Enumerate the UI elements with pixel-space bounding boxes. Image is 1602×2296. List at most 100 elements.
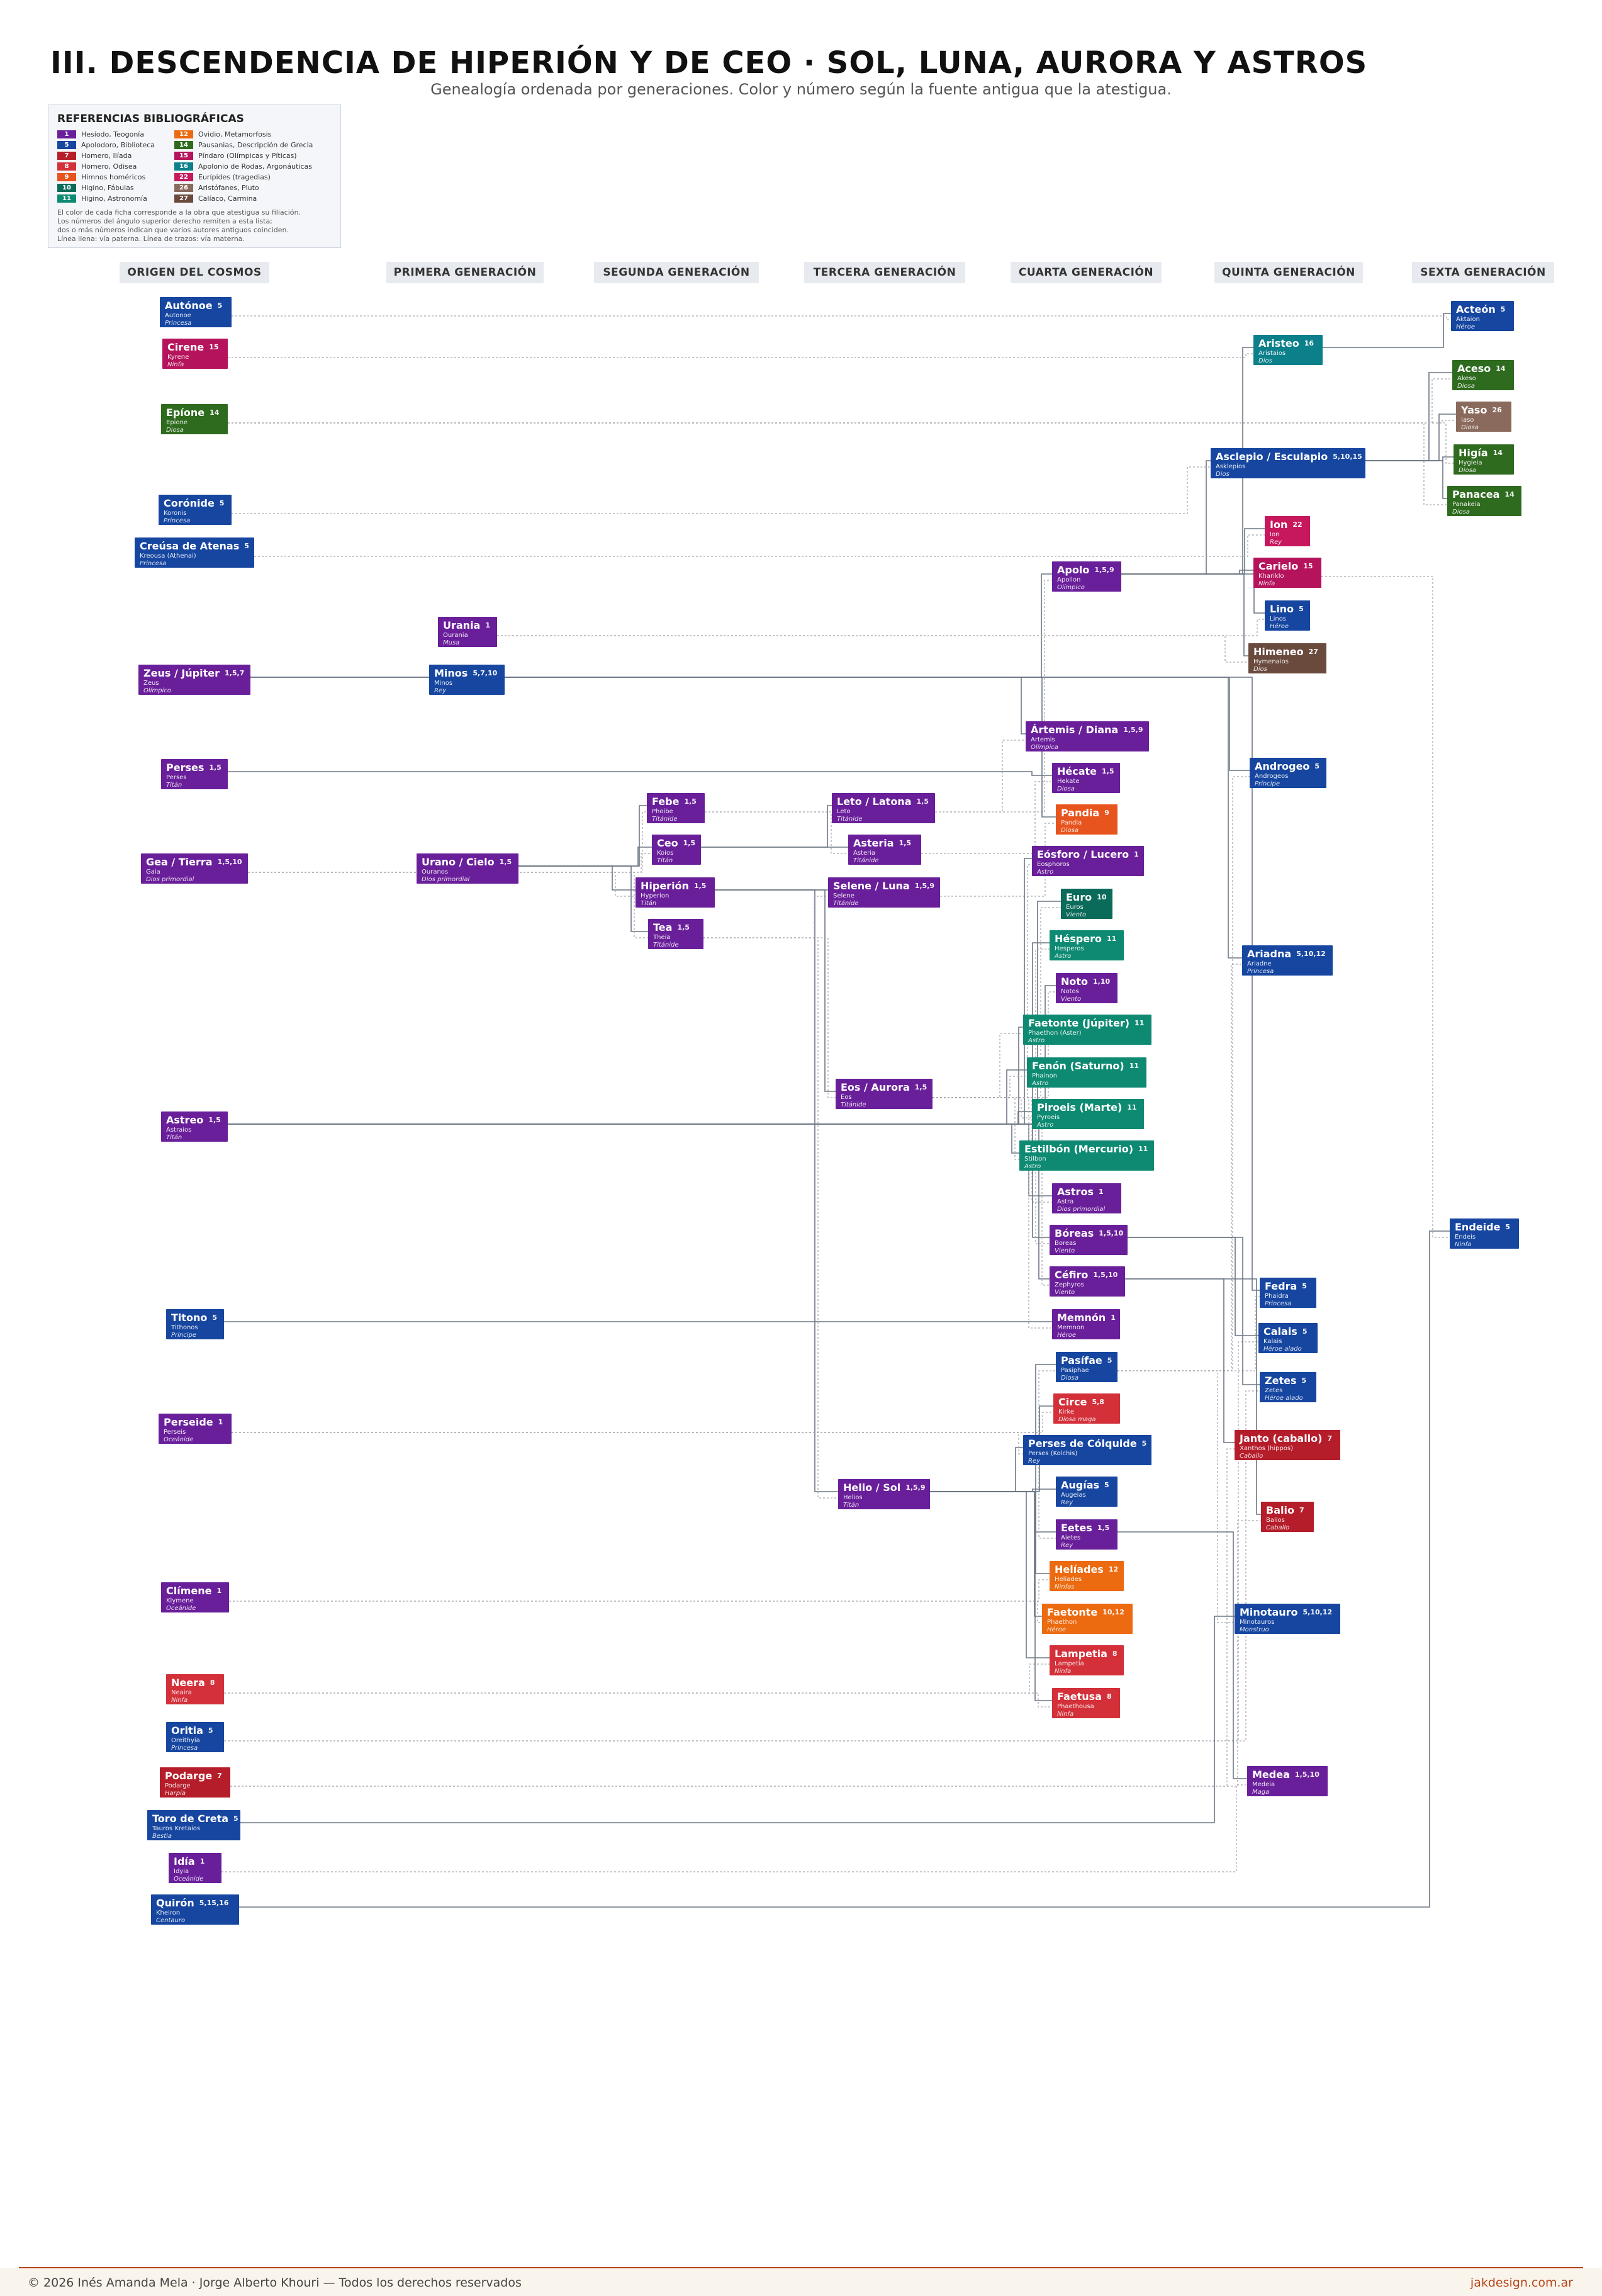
node-name: Minos	[434, 667, 468, 679]
node-source-refs: 5	[1302, 1282, 1307, 1290]
node-greek-name: Hygieia	[1459, 459, 1482, 466]
paternal-edge	[930, 1491, 1042, 1617]
node-name: Podarge	[165, 1770, 213, 1782]
node-greek-name: Kalais	[1263, 1338, 1282, 1345]
node-name: Pandia	[1061, 807, 1100, 819]
node-role: Oceánide	[166, 1605, 196, 1612]
node-source-refs: 5	[212, 1314, 218, 1322]
node-role: Héroe	[1456, 324, 1476, 330]
node-source-refs: 1,5	[208, 1116, 221, 1124]
node-greek-name: Autonoe	[165, 312, 191, 319]
node-role: Viento	[1055, 1247, 1075, 1254]
node-name: Acteón	[1456, 303, 1496, 315]
node-source-refs: 5	[1299, 605, 1304, 613]
node-greek-name: Apollon	[1057, 577, 1081, 583]
node-role: Titánide	[653, 942, 679, 948]
node-source-refs: 5	[1302, 1327, 1308, 1336]
reference-label: Higino, Astronomía	[81, 194, 147, 203]
generation-header-second: SEGUNDA GENERACIÓN	[594, 262, 759, 283]
node-role: Héroe	[1047, 1626, 1067, 1633]
node-greek-name: Pandia	[1061, 819, 1082, 826]
reference-label: Homero, Odisea	[81, 162, 137, 171]
maternal-edge	[228, 378, 1452, 424]
maternal-edge	[933, 1097, 1032, 1118]
node-role: Héroe alado	[1263, 1346, 1302, 1353]
node-source-refs: 1,5,9	[1123, 726, 1143, 734]
node-role: Titánide	[652, 816, 678, 823]
paternal-edge	[228, 901, 1061, 1125]
node-role: Princesa	[1265, 1300, 1292, 1307]
node-name: Fenón (Saturno)	[1032, 1060, 1124, 1072]
node-source-refs: 1,5,9	[914, 882, 935, 890]
node-greek-name: Memnon	[1057, 1324, 1085, 1331]
node-greek-name: Pyroeis	[1037, 1114, 1060, 1121]
node-role: Olímpica	[1031, 744, 1058, 751]
node-name: Circe	[1058, 1396, 1087, 1408]
node-source-refs: 11	[1106, 935, 1117, 943]
node-greek-name: Augeias	[1061, 1492, 1086, 1499]
node-role: Princesa	[140, 560, 167, 567]
node-role: Diosa	[1457, 383, 1475, 390]
maternal-edge	[1321, 576, 1450, 1238]
node-name: Asteria	[853, 837, 894, 849]
node-source-refs: 14	[1496, 364, 1506, 373]
node-source-refs: 11	[1138, 1145, 1148, 1153]
node-source-refs: 9	[1104, 809, 1109, 817]
reference-number-badge: 5	[57, 141, 76, 149]
footer-copyright: © 2026 Inés Amanda Mela · Jorge Alberto …	[28, 2276, 522, 2290]
node-source-refs: 10,12	[1102, 1608, 1124, 1616]
node-greek-name: Phaethousa	[1057, 1703, 1094, 1710]
node-source-refs: 1	[199, 1857, 205, 1866]
node-source-refs: 8	[210, 1679, 215, 1687]
node-role: Príncipe	[1255, 780, 1280, 787]
node-role: Centauro	[156, 1917, 186, 1924]
node-source-refs: 14	[210, 408, 220, 417]
node-greek-name: Stilbon	[1024, 1156, 1046, 1162]
node-role: Titán	[641, 900, 657, 907]
node-greek-name: Notos	[1061, 988, 1079, 995]
node-name: Helio / Sol	[843, 1482, 901, 1494]
node-source-refs: 5	[1500, 305, 1506, 313]
paternal-edge	[228, 1123, 1050, 1280]
node-source-refs: 1,5	[1102, 767, 1114, 775]
node-name: Memnón	[1057, 1312, 1106, 1324]
node-greek-name: Panakeia	[1452, 501, 1481, 508]
node-greek-name: Zetes	[1265, 1387, 1283, 1394]
node-greek-name: Phoibe	[652, 808, 673, 815]
reference-label: Higino, Fábulas	[81, 184, 134, 192]
node-source-refs: 1,5	[1097, 1524, 1110, 1532]
node-name: Estilbón (Mercurio)	[1024, 1143, 1134, 1155]
references-note: El color de cada ficha corresponde a la …	[57, 208, 334, 244]
node-source-refs: 5	[1301, 1376, 1307, 1385]
node-name: Euro	[1066, 891, 1092, 903]
generation-header-first: PRIMERA GENERACIÓN	[386, 262, 544, 283]
maternal-edge	[224, 1692, 1052, 1708]
footer-website-link[interactable]: jakdesign.com.ar	[1470, 2276, 1573, 2290]
node-role: Héroe	[1057, 1332, 1077, 1339]
node-name: Hiperión	[641, 880, 689, 892]
